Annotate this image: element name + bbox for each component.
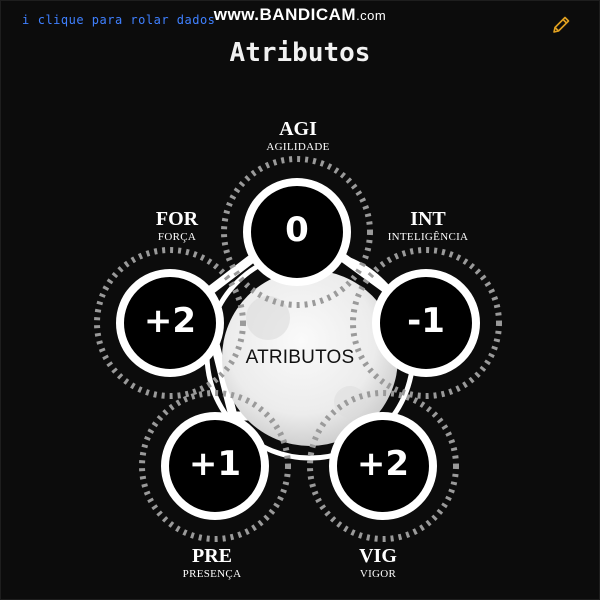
- attribute-name-agi: AGILIDADE: [266, 141, 330, 153]
- rune-ring-pre: [139, 390, 291, 542]
- center-disk-texture: [334, 386, 366, 418]
- attribute-abbr-agi: AGI: [279, 118, 317, 140]
- roll-dice-hint-text: clique para rolar dados: [37, 13, 216, 27]
- attribute-label-pre: PRE PRESENÇA: [152, 545, 272, 581]
- attribute-circle-for[interactable]: [116, 269, 224, 377]
- attribute-abbr-int: INT: [410, 208, 446, 230]
- attribute-value-vig[interactable]: +2: [356, 444, 410, 484]
- center-label: ATRIBUTOS: [245, 347, 355, 368]
- attribute-name-vig: VIGOR: [359, 568, 397, 580]
- attribute-value-agi[interactable]: 0: [285, 210, 309, 250]
- attribute-value-int[interactable]: -1: [407, 301, 445, 341]
- attribute-label-int: INT INTELIGÊNCIA: [368, 208, 488, 244]
- roll-dice-hint[interactable]: i clique para rolar dados: [22, 13, 215, 27]
- attribute-value-for[interactable]: +2: [143, 301, 197, 341]
- attribute-name-for: FORÇA: [157, 231, 197, 243]
- attribute-name-pre: PRESENÇA: [182, 568, 242, 580]
- info-icon: i: [22, 13, 30, 27]
- attribute-circle-pre[interactable]: [161, 412, 269, 520]
- attribute-circle-vig[interactable]: [329, 412, 437, 520]
- attribute-circle-int[interactable]: [372, 269, 480, 377]
- attribute-label-vig: VIG VIGOR: [318, 545, 438, 581]
- pencil-icon[interactable]: [550, 14, 572, 36]
- attribute-value-pre[interactable]: +1: [188, 444, 242, 484]
- rune-ring-for: [94, 247, 246, 399]
- rune-ring-agi: [221, 156, 373, 308]
- attribute-abbr-pre: PRE: [192, 545, 232, 567]
- attribute-circle-agi[interactable]: [243, 178, 351, 286]
- rune-ring-int: [350, 247, 502, 399]
- center-disk-texture: [246, 296, 290, 340]
- rune-ring-vig: [307, 390, 459, 542]
- attribute-label-agi: AGI AGILIDADE: [238, 118, 358, 154]
- page-title: Atributos: [229, 38, 371, 68]
- attribute-abbr-for: FOR: [155, 208, 199, 230]
- attribute-label-for: FOR FORÇA: [117, 208, 237, 244]
- attribute-abbr-vig: VIG: [359, 545, 397, 567]
- attribute-name-int: INTELIGÊNCIA: [387, 231, 469, 243]
